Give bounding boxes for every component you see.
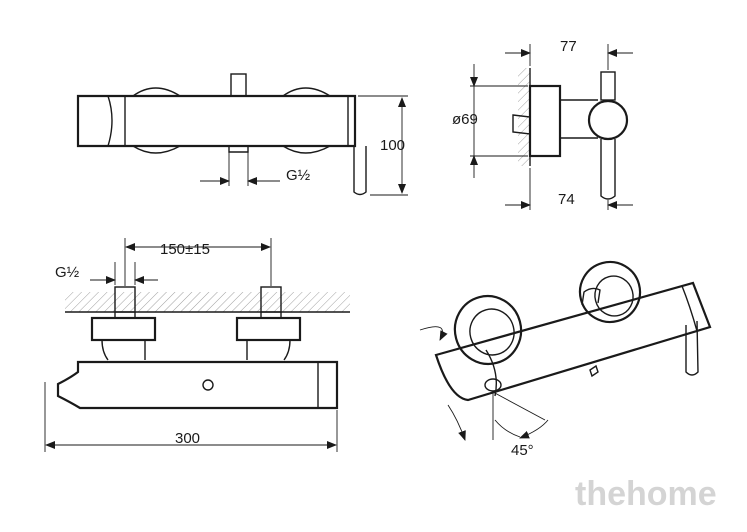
front-wall [65, 292, 350, 312]
side-wall [518, 68, 530, 166]
persp-knob [581, 287, 601, 306]
side-body-circle [587, 99, 629, 141]
side-rosette [528, 84, 562, 158]
front-rosette-right [235, 316, 302, 342]
bottom-depth-label: 74 [558, 191, 575, 208]
length-label: 300 [175, 430, 200, 447]
persp-body [434, 281, 712, 402]
side-knob [600, 71, 616, 101]
persp-rosette-right [578, 260, 642, 324]
top-rosette-left [132, 87, 181, 97]
top-outlet [228, 146, 249, 153]
height-label: 100 [380, 137, 405, 154]
top-rosette-right [282, 87, 331, 97]
rotation-label: 45° [511, 442, 534, 459]
top-body [76, 94, 357, 148]
top-depth-label: 77 [560, 38, 577, 55]
top-knob [230, 73, 247, 97]
top-lever [353, 146, 367, 196]
watermark: thehome [575, 475, 717, 513]
diameter-label: ø69 [452, 111, 478, 128]
side-lever [600, 139, 616, 200]
thread-front-label: G½ [55, 264, 80, 281]
front-rosette-left [90, 316, 157, 342]
persp-lever [685, 320, 699, 376]
persp-rosette-left [453, 294, 523, 366]
perspective-view: 45° [419, 260, 712, 459]
spacing-label: 150±15 [160, 241, 210, 258]
front-outlet-hole [202, 379, 214, 391]
thread-top-label: G½ [286, 167, 311, 184]
side-view: 77 ø69 74 [452, 38, 633, 210]
top-view: G½ 100 [76, 73, 408, 196]
front-body [56, 360, 339, 410]
front-view: G½ 150±15 300 [44, 238, 350, 452]
